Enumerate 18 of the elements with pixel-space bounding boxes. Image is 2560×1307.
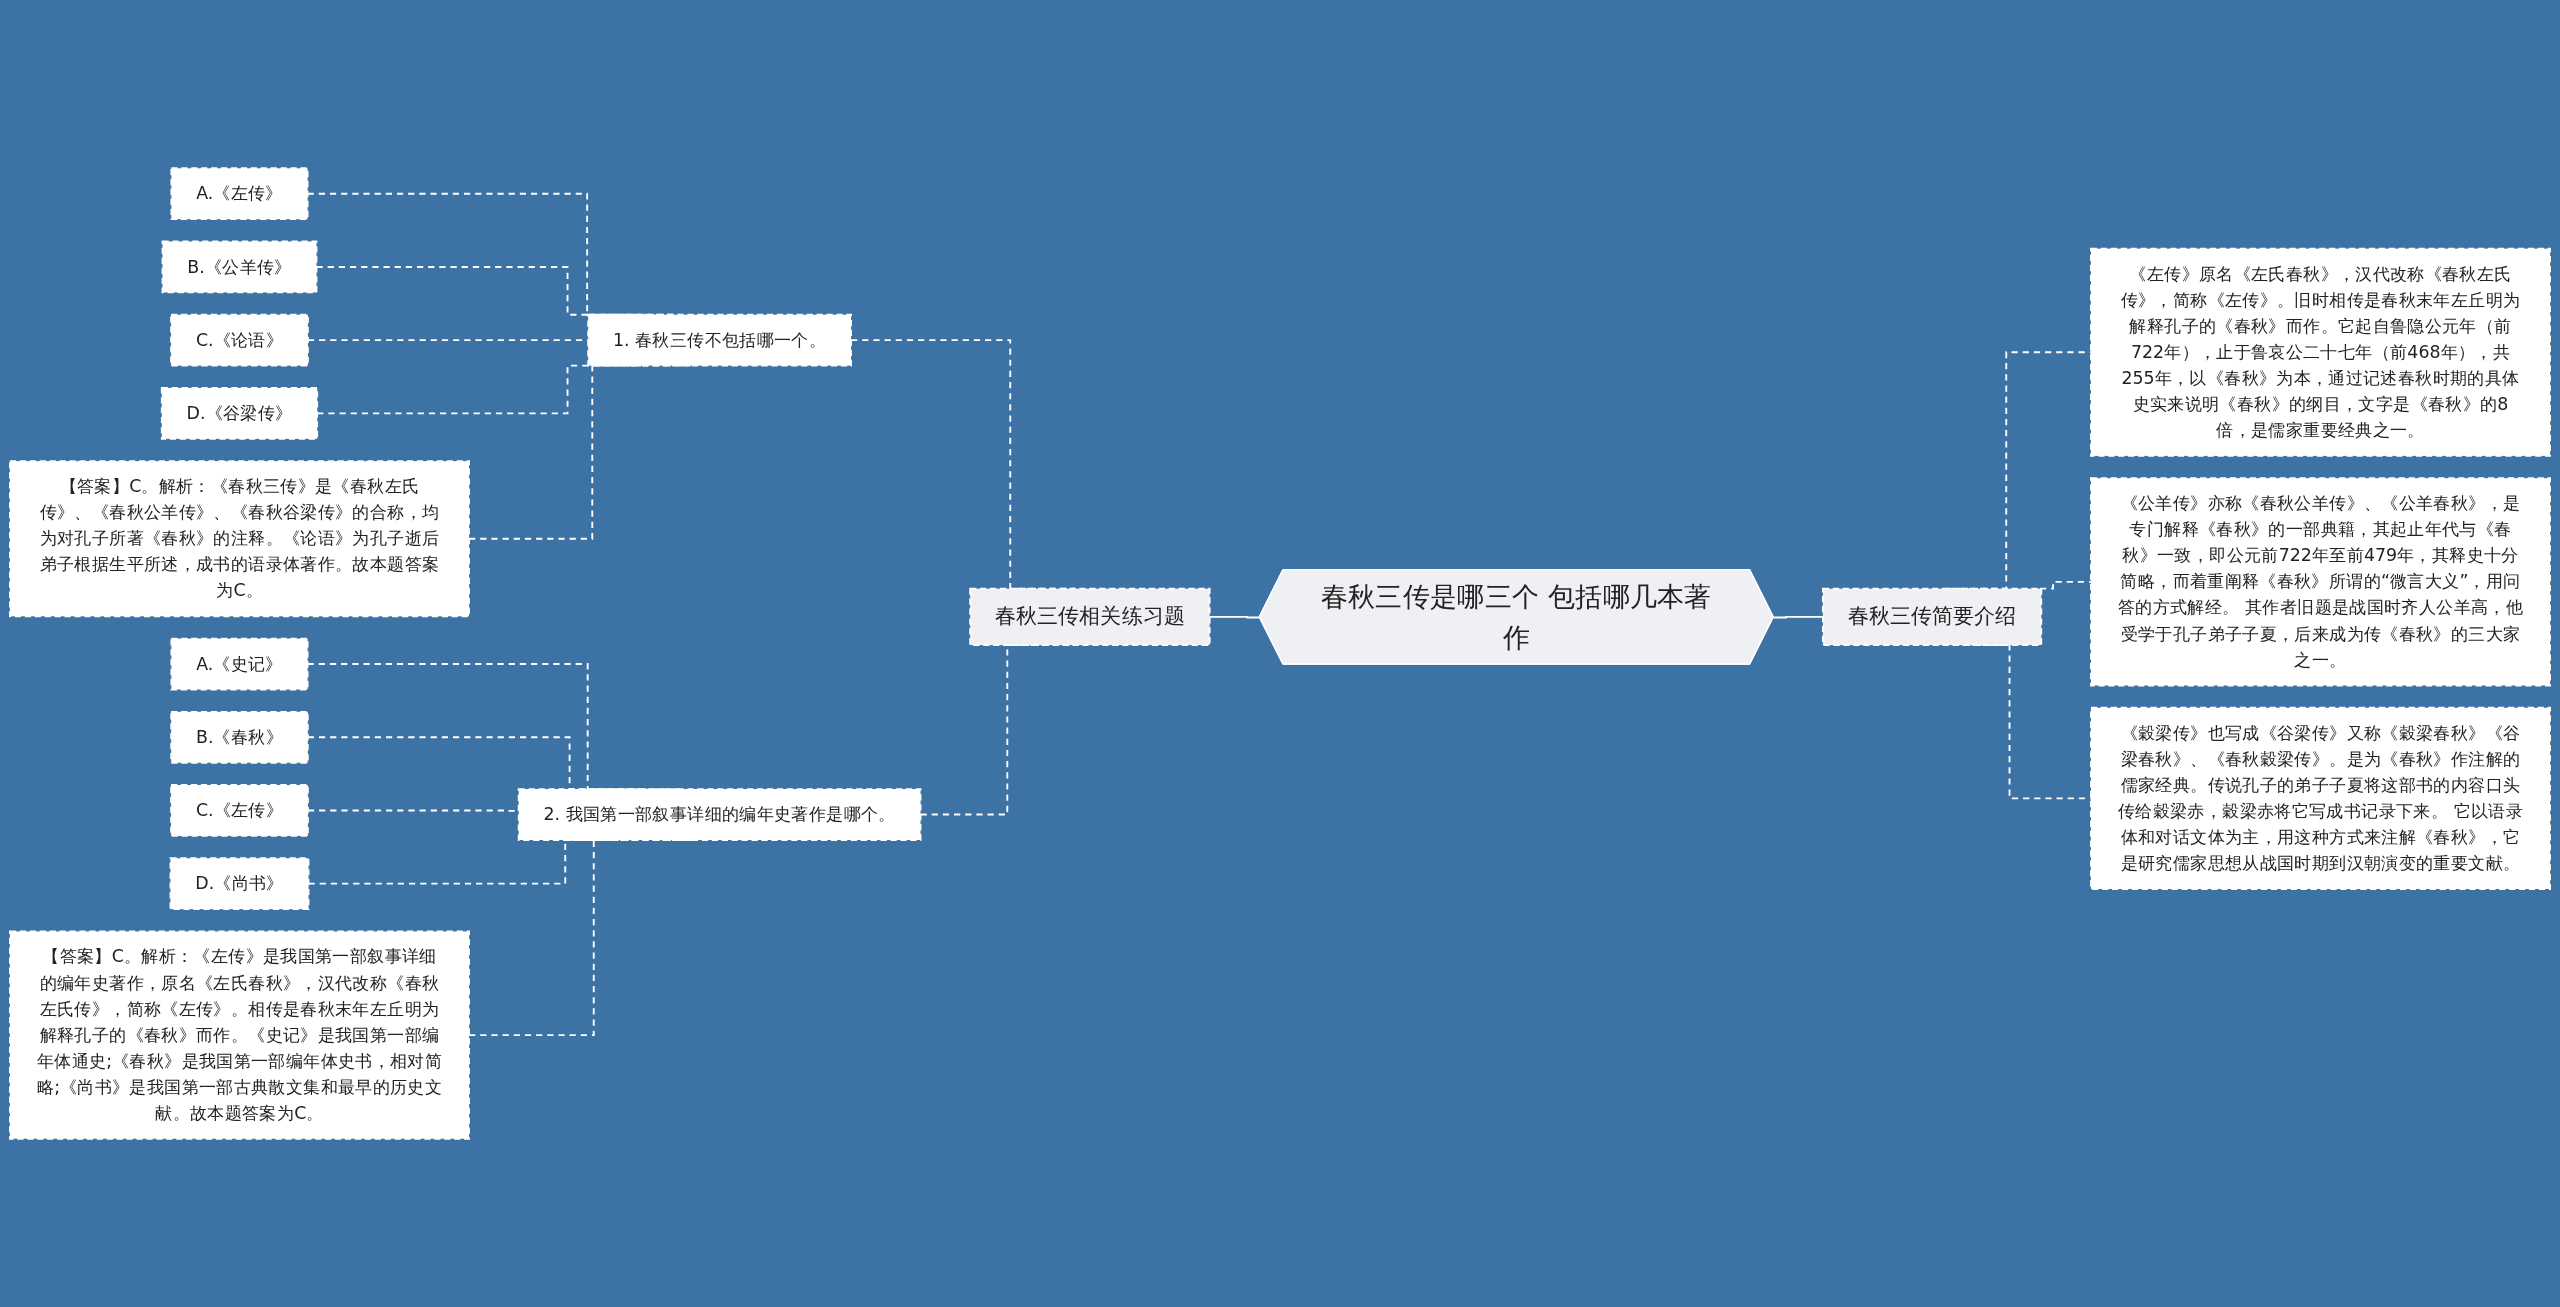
node-box: 【答案】C。解析：《左传》是我国第一部叙事详细的编年史著作，原名《左氏春秋》，汉代改称《春秋左氏传》，简称《左传》。相传是春秋末年左丘明为解释孔子的《春秋》而作。《史记》是我国第一部编年体通史;《春秋》是我国第一部编年体史书，相对简略;《尚书》是我国第一部古典散文集和最早的历史文献。故本题答案为C。: [9, 930, 470, 1140]
node-box: B.《公羊传》: [161, 240, 318, 294]
node-box: 春秋三传相关练习题: [969, 587, 1211, 647]
node-box: 2. 我国第一部叙事详细的编年史著作是哪个。: [517, 788, 922, 841]
node-box: 《左传》原名《左氏春秋》，汉代改称《春秋左氏传》，简称《左传》。旧时相传是春秋末年左丘明为解释孔子的《春秋》而作。它起自鲁隐公元年（前722年），止于鲁哀公二十七年（前468年），共255年，以《春秋》为本，通过记述春秋时期的具体史实来说明《春秋》的纲目，文字是《春秋》的8倍，是儒家重要经典之一。: [2090, 247, 2551, 457]
node-box: C.《论语》: [170, 313, 309, 367]
node-box: 《穀梁传》也写成《谷梁传》又称《穀梁春秋》《谷梁春秋》、《春秋穀梁传》。是为《春秋》作注解的儒家经典。传说孔子的弟子子夏将这部书的内容口头传给穀梁赤，穀梁赤将它写成书记录下来。 它以语录体和对话文体为主，用这种方式来注解《春秋》，它是研究儒家思想从战国时期到汉朝演变的重要文献。: [2090, 706, 2551, 890]
node-box: A.《史记》: [170, 637, 309, 691]
node-box: A.《左传》: [170, 167, 309, 221]
node-box: 《公羊传》亦称《春秋公羊传》、《公羊春秋》，是专门解释《春秋》的一部典籍，其起止年代与《春秋》一致，即公元前722年至前479年，其释史十分简略，而着重阐释《春秋》所谓的“微言大义”，用问答的方式解经。 其作者旧题是战国时齐人公羊高，他受学于孔子弟子子夏，后来成为传《春秋》的三大家之一。: [2090, 477, 2551, 687]
node-box: 春秋三传简要介绍: [1821, 587, 2043, 647]
node-box: 1. 春秋三传不包括哪一个。: [587, 313, 852, 367]
node-box: B.《春秋》: [170, 710, 309, 764]
node-box: C.《左传》: [170, 784, 309, 837]
node-box: D.《谷梁传》: [160, 387, 319, 440]
node-box: D.《尚书》: [169, 857, 310, 911]
connector: [2039, 580, 2092, 590]
node-box: 【答案】C。解析：《春秋三传》是《春秋左氏传》、《春秋公羊传》、《春秋谷梁传》的合称，均为对孔子所著《春秋》的注释。《论语》为孔子逝后弟子根据生平所述，成书的语录体著作。故本题答案为C。: [9, 460, 470, 618]
